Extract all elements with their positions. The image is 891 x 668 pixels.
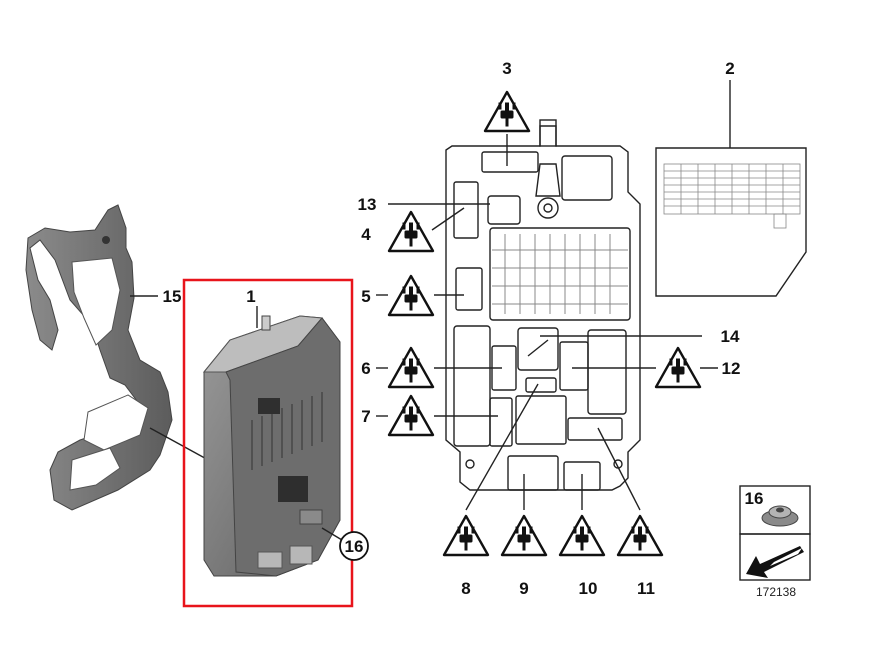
callout-6: 6 [361, 359, 370, 378]
fuse-box[interactable] [445, 119, 641, 491]
connector-warning-icon-6 [387, 346, 435, 389]
nut-icon [761, 505, 799, 527]
callout-10: 10 [579, 579, 598, 598]
circuit-table-sheet[interactable] [655, 147, 807, 297]
connector-warning-icon-12 [654, 346, 702, 389]
callout-9: 9 [519, 579, 528, 598]
small-parts-legend: 16 172138 [739, 485, 811, 599]
callout-3: 3 [502, 59, 511, 78]
callout-16: 16 [345, 537, 364, 556]
callout-11: 11 [637, 579, 655, 598]
connector-warning-icon-5 [387, 274, 435, 317]
leader-lines [376, 80, 731, 511]
connector-warning-icon-4 [387, 210, 435, 253]
callout-15: 15 [163, 287, 182, 306]
connector-warning-icon-8 [442, 514, 490, 557]
body-control-module[interactable] [202, 306, 343, 577]
callout-8: 8 [461, 579, 470, 598]
highlight-frame [182, 278, 354, 608]
callout-1: 1 [246, 287, 255, 306]
bracket-part[interactable] [25, 204, 213, 511]
connector-warning-icon-3 [483, 90, 531, 133]
callout-13: 13 [358, 195, 377, 214]
callout-14: 14 [721, 327, 740, 346]
arrow-icon [746, 546, 804, 578]
callout-7: 7 [361, 407, 370, 426]
callout-12: 12 [722, 359, 741, 378]
callout-2: 2 [725, 59, 734, 78]
callout-5: 5 [361, 287, 370, 306]
connector-warning-icon-11 [616, 514, 664, 557]
callout-4: 4 [361, 225, 371, 244]
legend-callout-16: 16 [745, 489, 764, 508]
connector-warning-icon-9 [500, 514, 548, 557]
connector-warning-icon-7 [387, 394, 435, 437]
callout-16-circled: 16 [339, 531, 369, 561]
part-number: 172138 [756, 585, 796, 599]
connector-warning-icon-10 [558, 514, 606, 557]
